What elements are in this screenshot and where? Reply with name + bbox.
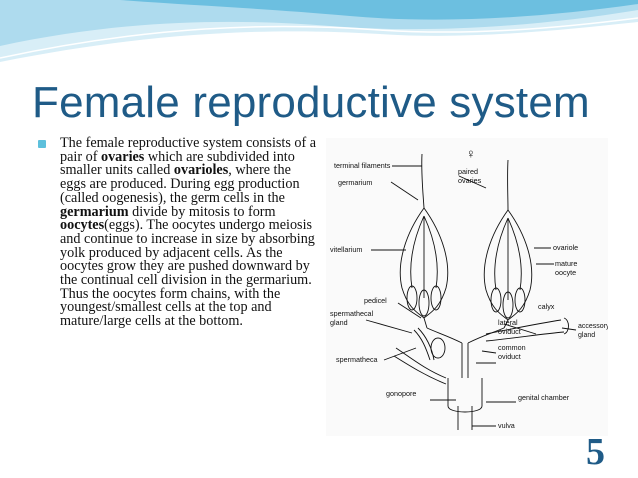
right-pedicel xyxy=(503,319,509,329)
accessory-gland xyxy=(485,317,569,342)
header-wave-decoration xyxy=(0,0,638,62)
common-oviduct xyxy=(461,343,469,378)
lateral-oviducts xyxy=(426,327,505,344)
label-gonopore: gonopore xyxy=(386,389,416,398)
term-ovaries: ovaries xyxy=(100,148,145,165)
bullet-text-part: The female reproductive system consists … xyxy=(60,135,317,165)
label-oviduct: oviduct xyxy=(498,327,521,336)
term-oocytes: oocytes xyxy=(60,217,105,234)
bullet-marker xyxy=(38,140,46,148)
label-spermathecal: spermathecal xyxy=(330,309,374,318)
bullet-text-part: which are subdivided into smaller units … xyxy=(60,148,295,179)
spermathecal-gland xyxy=(413,327,435,361)
label-spermatheca: spermatheca xyxy=(336,355,378,364)
label-gland: gland xyxy=(330,318,348,327)
left-pedicel xyxy=(423,317,428,329)
label-mature: mature xyxy=(555,259,577,268)
diagram-svg: ♀ terminal filaments germarium paired ov… xyxy=(330,146,610,430)
label-paired: paired xyxy=(458,167,478,176)
bullet-text-part: , where the eggs are produced. During eg… xyxy=(60,162,300,206)
term-ovarioles: ovarioles xyxy=(173,162,229,179)
label-common: common xyxy=(498,343,526,352)
label-lateral: lateral xyxy=(498,318,518,327)
label-pedicel: pedicel xyxy=(364,296,387,305)
page-number: 5 xyxy=(586,431,605,473)
label-vulva: vulva xyxy=(498,421,515,430)
label-germarium: germarium xyxy=(338,178,372,187)
label-common-oviduct: oviduct xyxy=(498,352,521,361)
label-accessory: accessory xyxy=(578,323,608,330)
vulva xyxy=(457,406,473,430)
female-symbol: ♀ xyxy=(466,146,476,161)
bullet-text-part: divide by mitosis to form xyxy=(128,203,276,220)
spermatheca xyxy=(393,347,447,385)
label-terminal-filaments: terminal filaments xyxy=(334,161,391,170)
bullet-paragraph: The female reproductive system consists … xyxy=(60,135,318,330)
bullet-text-part: (eggs). The oocytes undergo meiosis and … xyxy=(60,217,315,330)
label-genital-chamber: genital chamber xyxy=(518,393,570,402)
slide-title: Female reproductive system xyxy=(32,78,590,127)
label-calyx: calyx xyxy=(538,302,555,311)
label-ovariole: ovariole xyxy=(553,243,578,252)
bullet-list: The female reproductive system consists … xyxy=(38,135,318,330)
label-ovaries: ovaries xyxy=(458,176,482,185)
term-germarium: germarium xyxy=(60,203,129,220)
reproductive-system-diagram: ♀ terminal filaments germarium paired ov… xyxy=(326,138,610,436)
left-terminal-filament xyxy=(421,153,425,209)
label-accessory-gland: gland xyxy=(578,332,595,339)
genital-chamber xyxy=(447,378,483,413)
label-vitellarium: vitellarium xyxy=(330,245,362,254)
label-oocyte: oocyte xyxy=(555,268,576,277)
